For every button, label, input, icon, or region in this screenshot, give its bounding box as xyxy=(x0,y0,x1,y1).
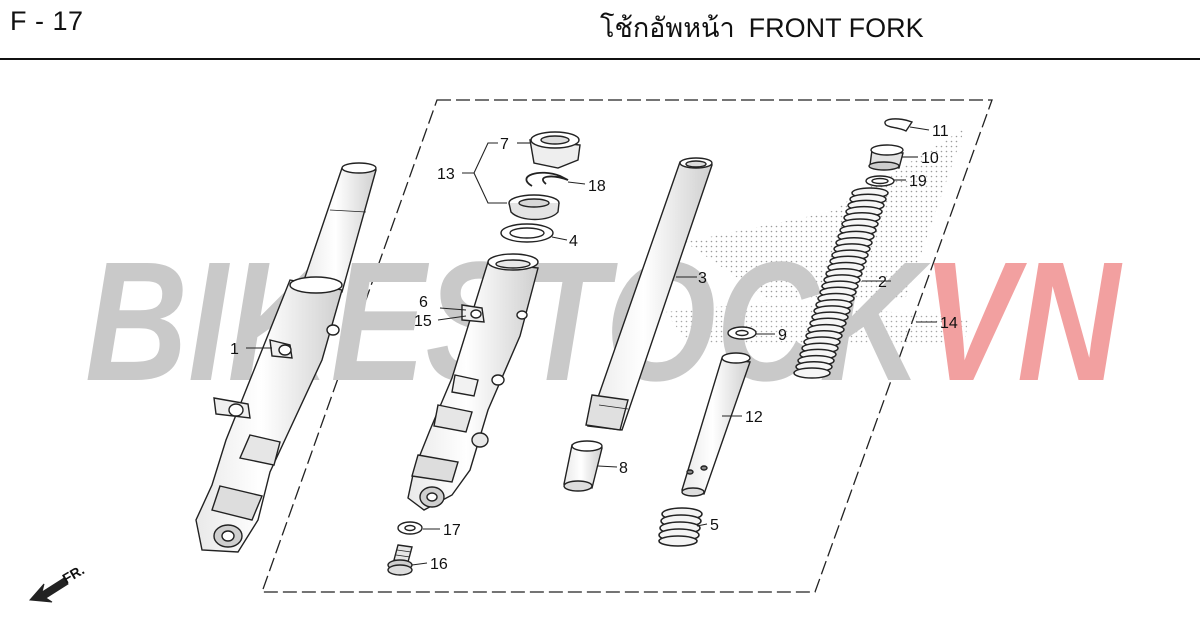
page-code: F - 17 xyxy=(10,6,84,36)
stipple-zone-upper xyxy=(685,128,965,300)
part-5-rebound-spring xyxy=(658,507,703,547)
part-12-damper-rod xyxy=(681,352,751,497)
part-6-15-fork-slider xyxy=(407,253,539,511)
callout-13: 13 xyxy=(437,166,455,183)
front-direction-arrow-icon xyxy=(28,577,69,603)
callout-14: 14 xyxy=(940,315,958,332)
callout-4: 4 xyxy=(569,233,578,250)
callout-17: 17 xyxy=(443,522,461,539)
callout-7: 7 xyxy=(500,136,509,153)
page-title-thai: โช้กอัพหน้า xyxy=(600,13,735,43)
part-2-fork-spring xyxy=(793,187,889,379)
part-1-fork-assembly xyxy=(195,162,377,553)
callout-8: 8 xyxy=(619,460,628,477)
front-direction-indicator: FR. xyxy=(28,561,87,603)
leader-lines xyxy=(246,126,937,566)
callout-11: 11 xyxy=(932,123,949,140)
header-divider xyxy=(0,58,1200,60)
callout-6: 6 xyxy=(419,294,428,311)
callout-19: 19 xyxy=(909,173,927,190)
callout-16: 16 xyxy=(430,556,448,573)
callout-1: 1 xyxy=(230,341,239,358)
assembly-boundary xyxy=(261,99,993,593)
part-3-inner-tube xyxy=(585,157,713,431)
callout-10: 10 xyxy=(921,150,939,167)
callout-labels: 1 2 3 4 5 6 7 8 9 10 11 12 13 14 15 16 1… xyxy=(230,123,958,573)
part-8-bushing xyxy=(563,440,603,492)
callout-5: 5 xyxy=(710,517,719,534)
callout-12: 12 xyxy=(745,409,763,426)
callout-3: 3 xyxy=(698,270,707,287)
bottom-bolt-parts xyxy=(387,521,423,576)
top-cap-parts xyxy=(865,118,914,187)
callout-2: 2 xyxy=(878,274,887,291)
page-title-english: FRONT FORK xyxy=(748,13,924,43)
spring-coil xyxy=(793,367,831,379)
seal-parts-group xyxy=(500,131,581,243)
watermark-part-b: VN xyxy=(922,227,1123,417)
page-header: F - 17 โช้กอัพหน้า FRONT FORK xyxy=(0,0,1200,60)
callout-18: 18 xyxy=(588,178,606,195)
callout-15: 15 xyxy=(414,313,432,330)
callout-9: 9 xyxy=(778,327,787,344)
part-9-washer xyxy=(727,326,757,340)
page-title: โช้กอัพหน้า FRONT FORK xyxy=(600,6,1000,49)
